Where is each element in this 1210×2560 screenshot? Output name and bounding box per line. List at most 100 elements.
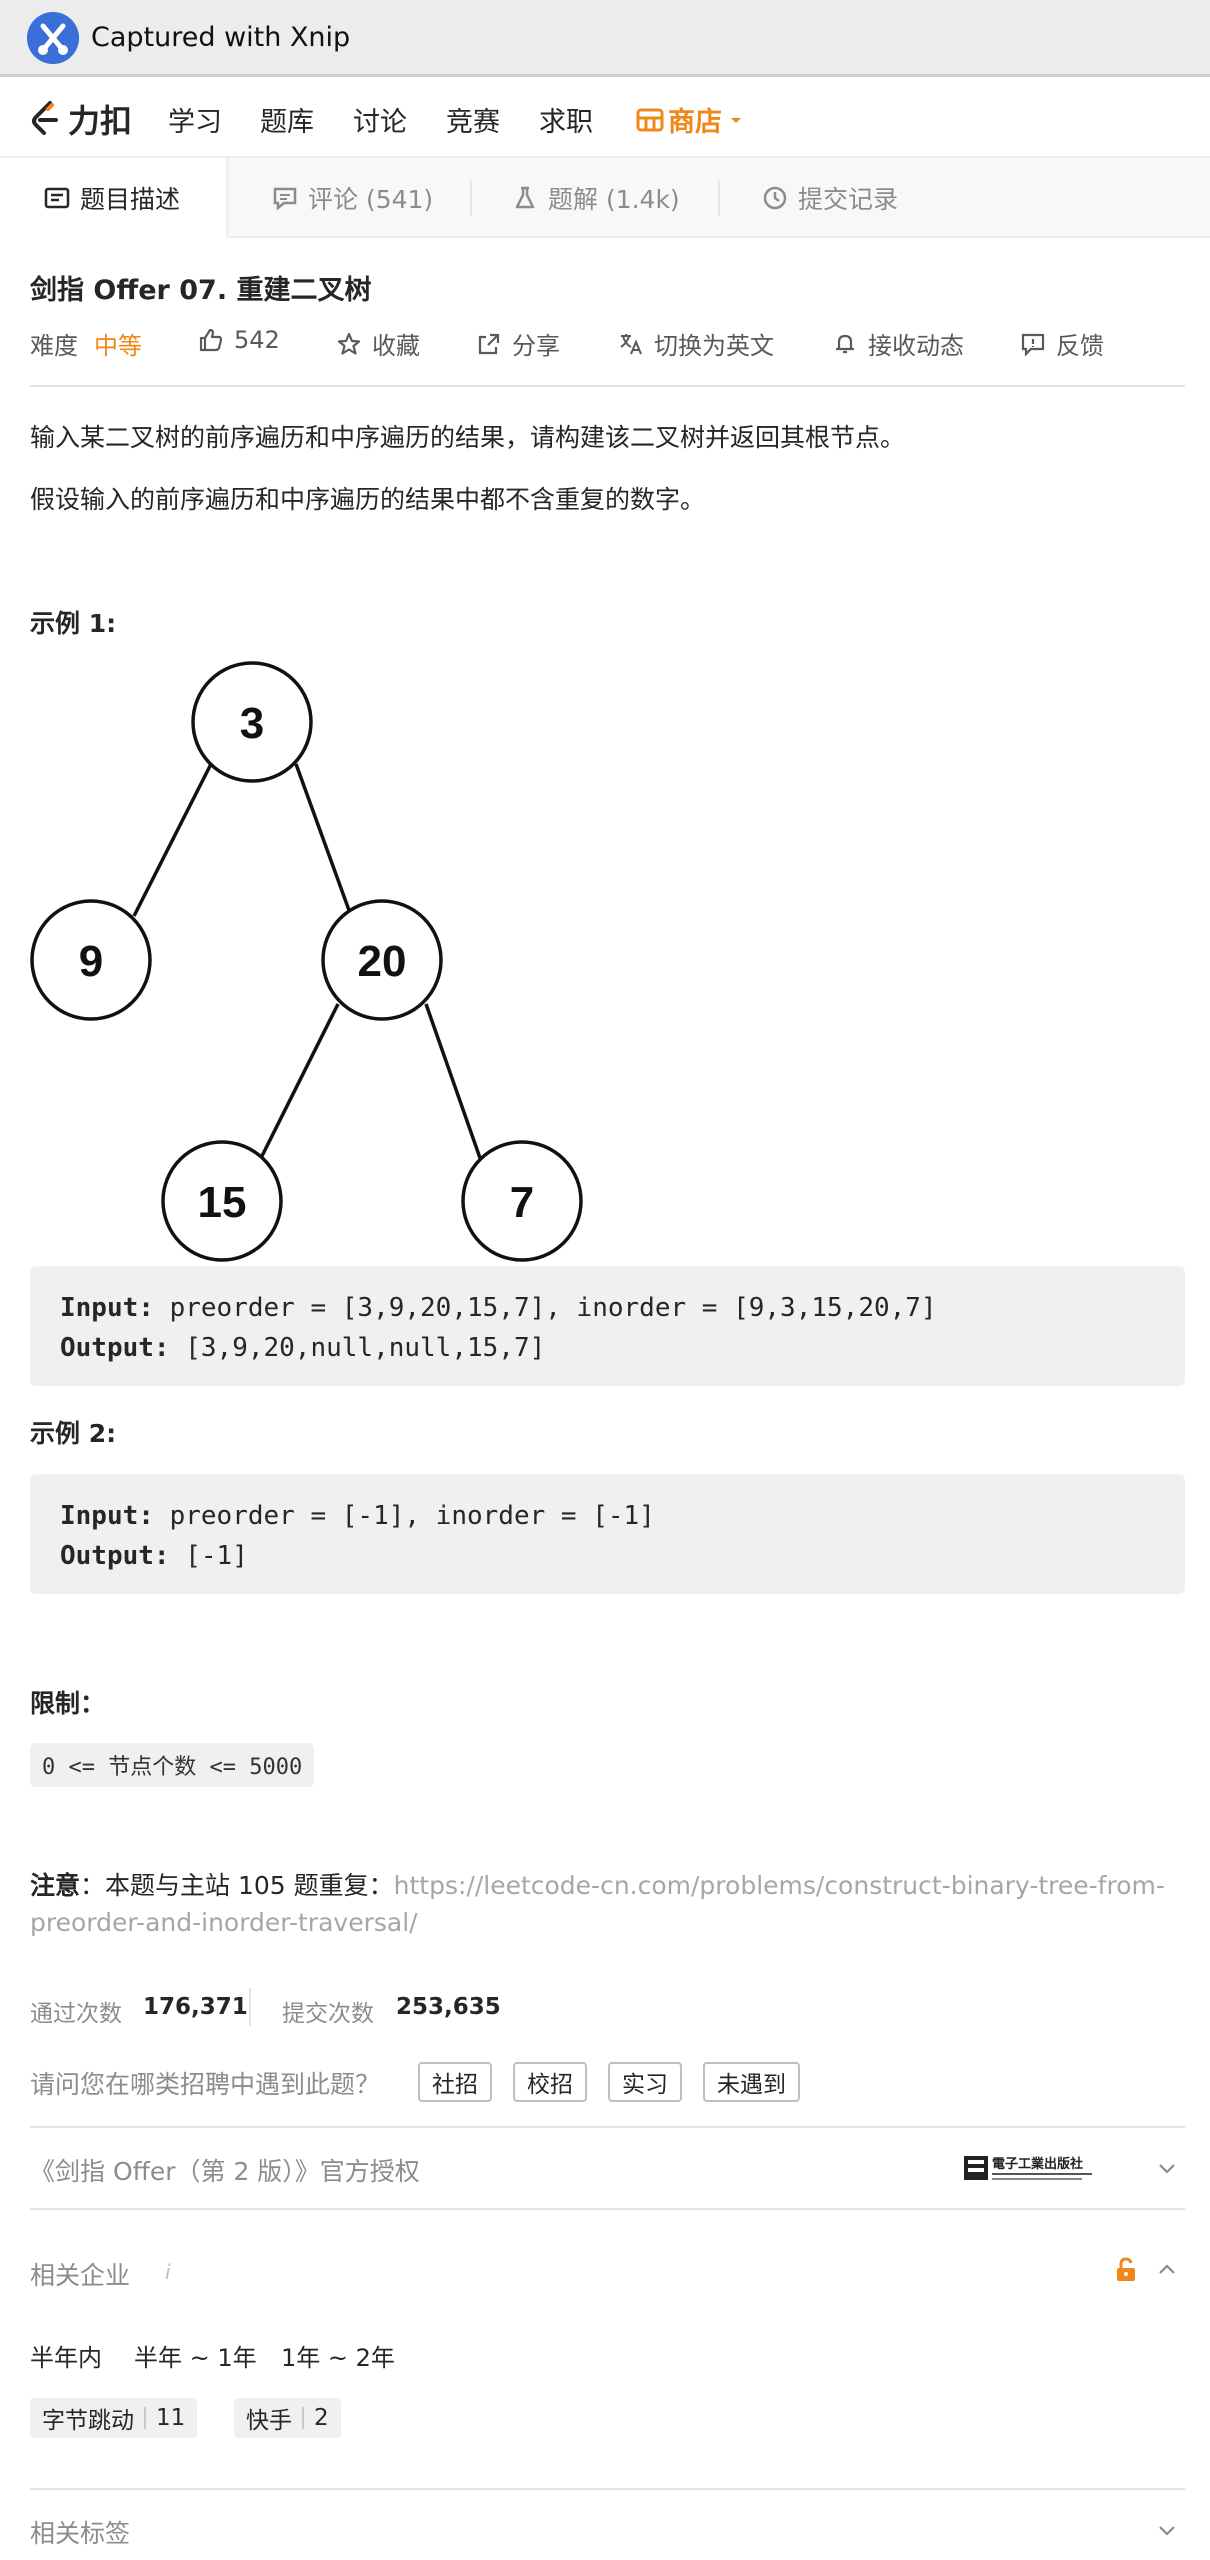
header-divider	[30, 385, 1185, 387]
brand-logo[interactable]: 力扣	[28, 94, 132, 144]
xnip-logo-icon	[27, 12, 79, 64]
tree-node-circle	[161, 1140, 283, 1262]
submitted-value: 253,635	[396, 1994, 501, 2020]
company-count: 11	[156, 2405, 186, 2431]
tab-description[interactable]: 题目描述	[0, 158, 228, 238]
feedback-icon	[1021, 333, 1045, 357]
tab-solutions[interactable]: 题解 (1.4k)	[512, 158, 680, 238]
tags-title[interactable]: 相关标签	[30, 2519, 131, 2548]
feedback-button[interactable]: 反馈	[1020, 326, 1104, 361]
subscribe-label: 接收动态	[868, 332, 964, 360]
chevron-down-icon[interactable]	[1155, 2156, 1179, 2180]
caret-down-icon	[731, 117, 741, 123]
store-label: 商店	[668, 107, 722, 138]
binary-tree-image: 3 9 20 15 7	[30, 661, 583, 1262]
question-meta: 难度 中等 542 收藏 分享 切换为英文 接收动态	[0, 320, 1210, 360]
tab-solutions-label: 题解 (1.4k)	[548, 185, 680, 214]
company-name: 字节跳动	[42, 2408, 134, 2434]
description-icon	[44, 187, 70, 209]
submission-stats: 通过次数 176,371 提交次数 253,635	[0, 1988, 1210, 2028]
company-tag-separator	[144, 2407, 146, 2429]
recruit-option-intern[interactable]: 实习	[608, 2062, 682, 2102]
period-filter-6m[interactable]: 半年内	[30, 2344, 102, 2372]
chevron-up-icon[interactable]	[1155, 2258, 1179, 2282]
company-tag[interactable]: 快手 2	[234, 2398, 341, 2438]
description-paragraph: 输入某二叉树的前序遍历和中序遍历的结果，请构建该二叉树并返回其根节点。	[30, 423, 906, 452]
example-2-code: Input: preorder = [-1], inorder = [-1] O…	[30, 1474, 1185, 1594]
chevron-down-icon[interactable]	[1155, 2518, 1179, 2542]
question-tabs: 题目描述 评论 (541) 题解 (1.4k) 提交记录	[0, 158, 1210, 238]
example-2-output-line: Output: [-1]	[60, 1536, 1155, 1576]
tree-edge	[294, 763, 352, 914]
top-nav: 力扣 学习 题库 讨论 竞赛 求职 商店	[0, 80, 1210, 158]
tree-node-circle	[461, 1140, 583, 1262]
subscribe-button[interactable]: 接收动态	[832, 326, 964, 361]
tree-node-label: 9	[79, 937, 103, 986]
example-1-output: [3,9,20,null,null,15,7]	[169, 1333, 546, 1363]
recruit-option-social[interactable]: 社招	[418, 2062, 492, 2102]
tree-node-label: 7	[510, 1178, 534, 1227]
translate-button[interactable]: 切换为英文	[618, 326, 774, 361]
capture-title-bar: Captured with Xnip	[0, 0, 1210, 77]
like-count: 542	[234, 326, 280, 354]
thumbs-up-icon	[199, 328, 223, 352]
example-2-input-line: Input: preorder = [-1], inorder = [-1]	[60, 1496, 1155, 1536]
translate-label: 切换为英文	[654, 332, 774, 360]
flask-icon	[515, 186, 535, 209]
favorite-label: 收藏	[372, 332, 420, 360]
book-authorization[interactable]: 《剑指 Offer（第 2 版）》官方授权	[30, 2157, 420, 2186]
difficulty-value: 中等	[94, 332, 142, 360]
tab-comments-label: 评论 (541)	[308, 185, 434, 214]
question-title: 剑指 Offer 07. 重建二叉树	[30, 275, 372, 306]
example-1-input: preorder = [3,9,20,15,7], inorder = [9,3…	[153, 1293, 937, 1323]
nav-item-discuss[interactable]: 讨论	[353, 107, 407, 138]
nav-item-problemset[interactable]: 题库	[260, 107, 314, 138]
info-icon[interactable]: i	[165, 2260, 171, 2284]
favorite-button[interactable]: 收藏	[336, 326, 420, 361]
nav-item-learn[interactable]: 学习	[168, 107, 222, 138]
example-2-input: preorder = [-1], inorder = [-1]	[153, 1501, 655, 1531]
store-icon	[636, 108, 664, 131]
tree-edge	[132, 763, 213, 917]
section-divider	[30, 2126, 1185, 2128]
submitted-label: 提交次数	[282, 2001, 374, 2027]
section-divider	[30, 2488, 1185, 2490]
note-link[interactable]: https://leetcode-cn.com/problems/constru…	[30, 1871, 1165, 1937]
recruit-option-campus[interactable]: 校招	[513, 2062, 587, 2102]
example-1-input-line: Input: preorder = [3,9,20,15,7], inorder…	[60, 1288, 1155, 1328]
bell-icon	[835, 334, 855, 353]
publisher-logo: 電子工業出版社	[964, 2156, 1092, 2180]
note-label: 注意	[30, 1871, 81, 1900]
tree-edge	[424, 1003, 482, 1159]
recruit-option-none[interactable]: 未遇到	[703, 2062, 800, 2102]
example-2-title: 示例 2:	[30, 1419, 117, 1448]
company-tag[interactable]: 字节跳动 11	[30, 2398, 198, 2438]
tree-node-circle	[30, 899, 152, 1021]
tree-node-label: 15	[198, 1178, 247, 1227]
stats-separator	[249, 1988, 251, 2026]
note-text: ：本题与主站 105 题重复：	[80, 1871, 394, 1900]
output-label: Output:	[60, 1333, 170, 1363]
companies-title[interactable]: 相关企业	[30, 2261, 131, 2290]
difficulty: 难度 中等	[30, 326, 142, 361]
tab-submissions-label: 提交记录	[798, 185, 899, 214]
nav-item-contest[interactable]: 竞赛	[446, 107, 500, 138]
difficulty-label: 难度	[30, 332, 78, 360]
like-button[interactable]: 542	[198, 326, 280, 354]
example-1-code: Input: preorder = [3,9,20,15,7], inorder…	[30, 1266, 1185, 1386]
unlock-icon[interactable]	[1113, 2257, 1139, 2283]
share-button[interactable]: 分享	[476, 326, 560, 361]
period-filter-1y-2y[interactable]: 1年 ~ 2年	[281, 2344, 395, 2372]
tab-comments[interactable]: 评论 (541)	[272, 158, 433, 238]
tab-description-label: 题目描述	[80, 185, 181, 214]
nav-item-store[interactable]: 商店	[636, 100, 744, 139]
nav-item-jobs[interactable]: 求职	[539, 107, 593, 138]
tree-node-circle	[191, 661, 313, 783]
tab-submissions[interactable]: 提交记录	[762, 158, 898, 238]
tree-node-label: 20	[358, 937, 407, 986]
share-label: 分享	[512, 332, 560, 360]
leetcode-logo-icon	[32, 101, 58, 135]
period-filter-6m-1y[interactable]: 半年 ~ 1年	[134, 2344, 257, 2372]
limits-code: 0 <= 节点个数 <= 5000	[30, 1743, 315, 1787]
input-label: Input:	[60, 1501, 154, 1531]
